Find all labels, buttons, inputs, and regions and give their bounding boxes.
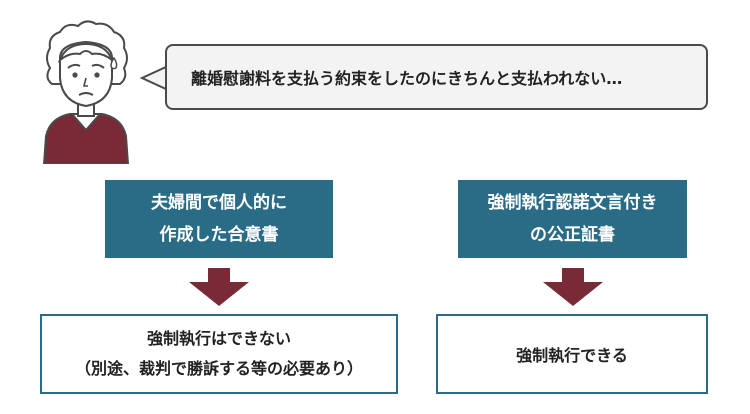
speech-bubble-tail (139, 65, 168, 91)
no-enforcement-line-2: （別途、裁判で勝訴する等の必要あり） (74, 359, 363, 378)
speech-text: 離婚慰謝料を支払う約束をしたのにきちんと支払われない… (191, 69, 623, 88)
speech-bubble: 離婚慰謝料を支払う約束をしたのにきちんと支払われない… (165, 44, 708, 110)
private-agreement-box: 夫婦間で個人的に 作成した合意書 (105, 180, 333, 258)
private-agreement-line-2: 作成した合意書 (159, 225, 279, 245)
private-agreement-line-1: 夫婦間で個人的に (151, 193, 287, 213)
notarial-deed-line-1: 強制執行認諾文言付き (487, 193, 658, 213)
no-enforcement-line-1: 強制執行はできない (146, 329, 291, 348)
enforcement-result-box: 強制執行できる (436, 314, 708, 394)
notarial-deed-line-2: の公正証書 (530, 225, 615, 245)
down-arrow-icon (543, 268, 603, 306)
down-arrow-icon (189, 268, 249, 306)
enforcement-line-1: 強制執行できる (516, 346, 628, 365)
notarial-deed-box: 強制執行認諾文言付き の公正証書 (458, 180, 687, 258)
no-enforcement-result-box: 強制執行はできない （別途、裁判で勝訴する等の必要あり） (40, 314, 398, 394)
worried-woman-icon (42, 20, 130, 164)
